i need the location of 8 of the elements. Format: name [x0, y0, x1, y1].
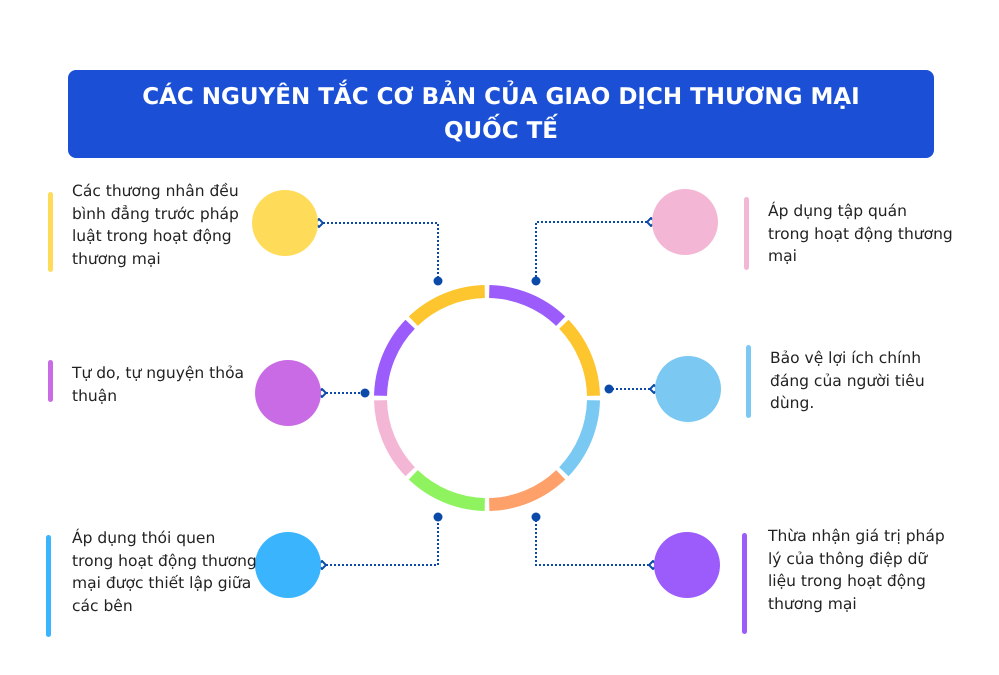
- principle-text: Áp dụng thói quen trong hoạt động thương mại được thiết lập giữa các bên: [72, 528, 257, 616]
- principle-text: Áp dụng tập quán trong hoạt động thương mại: [768, 200, 953, 267]
- segmented-ring: [374, 285, 600, 511]
- principle-text: Các thương nhân đều bình đẳng trước pháp luật trong hoạt động thương mại: [72, 181, 240, 270]
- principle-text: Thừa nhận giá trị pháp lý của thông điệp dữ liệu trong hoạt động thương mại: [768, 526, 946, 614]
- principle-text: Bảo vệ lợi ích chính đáng của người tiêu dùng.: [770, 348, 926, 414]
- principle-text: Tự do, tự nguyện thỏa thuận: [72, 363, 246, 406]
- title-banner: CÁC NGUYÊN TẮC CƠ BẢN CỦA GIAO DỊCH THƯƠNG MẠI QUỐC TẾ: [68, 70, 934, 158]
